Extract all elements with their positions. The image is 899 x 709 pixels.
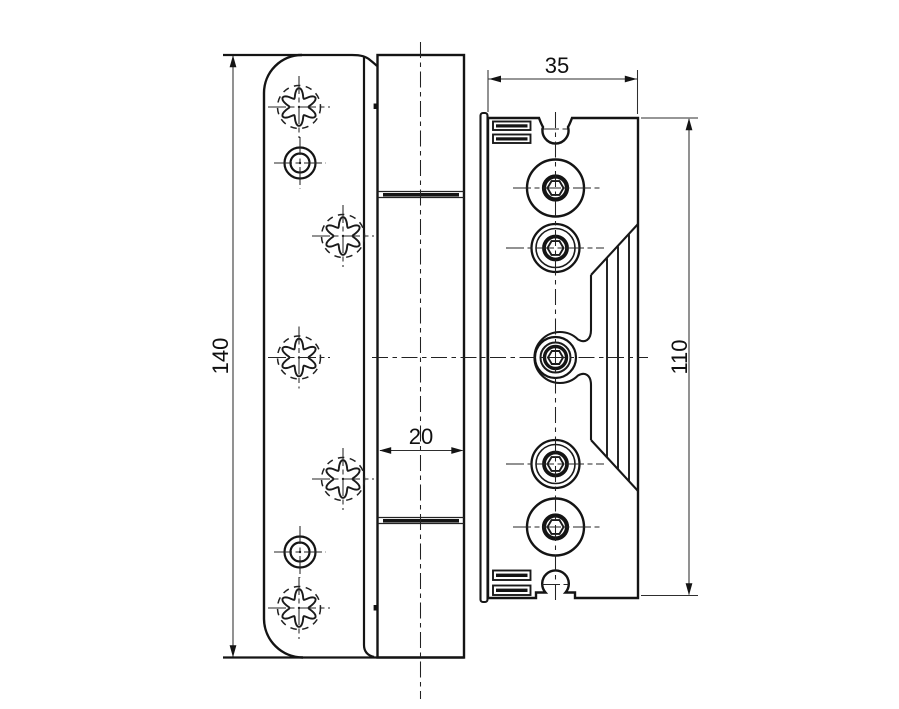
dimension-knuckle-width: 20 xyxy=(379,424,464,454)
centerlines xyxy=(372,42,648,699)
pin-mark xyxy=(373,103,378,109)
torx-screw-icon xyxy=(312,448,374,510)
torx-screw-icon xyxy=(268,326,330,389)
pin-mark xyxy=(373,605,378,611)
dimension-frame-height: 110 xyxy=(641,117,698,597)
fixing-slots xyxy=(492,120,532,596)
hinge-knuckle xyxy=(373,53,466,659)
dimension-label-35: 35 xyxy=(545,53,569,78)
torx-screw-icon xyxy=(312,205,374,267)
dimension-label-140: 140 xyxy=(208,338,233,375)
socket-screw-icon xyxy=(274,137,326,189)
dimension-overall-height: 140 xyxy=(208,55,237,658)
torx-screw-icon xyxy=(268,577,330,639)
dimension-label-110: 110 xyxy=(667,339,692,374)
dimension-label-20: 20 xyxy=(409,424,433,449)
torx-screw-icon xyxy=(268,76,330,138)
hinge-leaf xyxy=(223,53,464,659)
socket-screw-icon xyxy=(274,526,326,578)
dimension-frame-width: 35 xyxy=(487,53,639,114)
hinge-front-view xyxy=(223,53,466,659)
